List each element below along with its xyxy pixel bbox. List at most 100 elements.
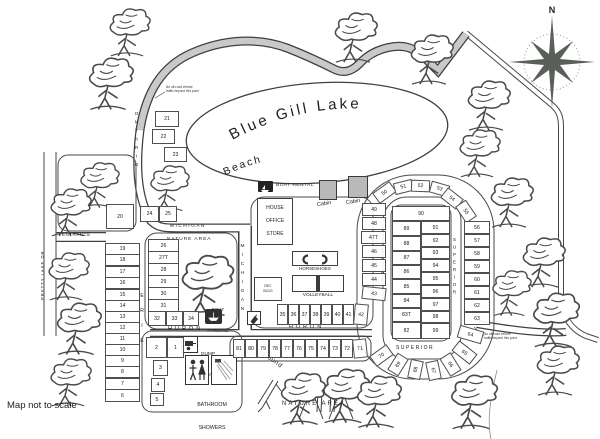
compass-north-label: N bbox=[549, 5, 556, 15]
site-91: 91 bbox=[421, 221, 450, 234]
site-34: 34 bbox=[183, 311, 199, 326]
site-8: 8 bbox=[105, 366, 140, 378]
site-77: 77 bbox=[281, 339, 293, 358]
site-24: 24 bbox=[140, 206, 159, 222]
road-label-entrance: ENTRANCE bbox=[62, 232, 91, 237]
site-86: 86 bbox=[392, 265, 421, 279]
site-33: 33 bbox=[166, 311, 183, 326]
site-25: 25 bbox=[159, 206, 177, 222]
superior-inner-block bbox=[390, 204, 452, 342]
water-spigot-icon bbox=[247, 311, 261, 325]
site-79: 79 bbox=[257, 339, 269, 358]
horseshoes-court bbox=[292, 251, 338, 266]
site-87: 87 bbox=[392, 251, 421, 265]
tree-icon bbox=[88, 57, 135, 111]
site-22: 22 bbox=[152, 129, 175, 144]
site-4: 4 bbox=[151, 378, 165, 392]
tree-icon bbox=[467, 80, 511, 131]
site-3: 3 bbox=[153, 360, 168, 376]
block-southwest bbox=[141, 330, 243, 413]
annotation-no-offroad-north: No off-road vehicle traffic beyond this … bbox=[166, 85, 199, 93]
store-label: STORE bbox=[266, 231, 284, 237]
tree-icon bbox=[490, 177, 534, 228]
site-30: 30 bbox=[148, 287, 179, 300]
block-huron-row bbox=[229, 335, 372, 362]
site-83T: 83T bbox=[392, 308, 421, 322]
cabin-2 bbox=[348, 176, 368, 198]
cabin-1 bbox=[319, 180, 337, 200]
tree-icon bbox=[50, 358, 92, 407]
road-label-superior-south: SUPERIOR bbox=[396, 345, 435, 351]
annotation-no-offroad-south: No off-road vehicle traffic beyond this … bbox=[484, 332, 517, 340]
site-76: 76 bbox=[293, 339, 305, 358]
site-82: 82 bbox=[392, 322, 421, 339]
site-61: 61 bbox=[464, 286, 490, 299]
site-98: 98 bbox=[421, 311, 450, 323]
site-38: 38 bbox=[310, 304, 321, 325]
pretty-lake-dr-road bbox=[43, 152, 57, 336]
tree-icon bbox=[459, 129, 501, 178]
bathroom-icon bbox=[185, 355, 209, 385]
site-93: 93 bbox=[421, 247, 450, 259]
site-75: 75 bbox=[305, 339, 317, 358]
tree-icon bbox=[280, 372, 327, 426]
site-72: 72 bbox=[341, 339, 353, 358]
site-21: 21 bbox=[155, 111, 179, 127]
site-80: 80 bbox=[245, 339, 257, 358]
footpath-line bbox=[488, 369, 498, 439]
site-1: 1 bbox=[167, 337, 184, 358]
site-20: 20 bbox=[106, 204, 134, 229]
nature-area-inner-label: NATURE AREA bbox=[167, 237, 212, 242]
rec-bldg-label-2: BLDG bbox=[263, 289, 273, 293]
road-label-erie: ERIE bbox=[139, 293, 145, 353]
site-92: 92 bbox=[421, 234, 450, 247]
house-label: HOUSE bbox=[266, 205, 284, 211]
horseshoes-label: HORSESHOES bbox=[299, 266, 331, 271]
site-81: 81 bbox=[233, 339, 245, 358]
site-59: 59 bbox=[464, 260, 490, 273]
site-60: 60 bbox=[464, 273, 490, 286]
site-49: 49 bbox=[362, 203, 386, 216]
showers-line: SHOWERS bbox=[198, 424, 226, 431]
bathroom-showers-label: BATHROOM SHOWERS bbox=[182, 387, 242, 439]
site-73: 73 bbox=[329, 339, 341, 358]
tree-icon bbox=[150, 165, 190, 212]
house-office-store: HOUSE OFFICE STORE bbox=[257, 198, 293, 245]
site-5: 5 bbox=[150, 393, 164, 406]
site-36: 36 bbox=[288, 304, 299, 325]
tree-icon bbox=[532, 292, 581, 348]
road-label-superior-east: SUPERIOR bbox=[452, 237, 457, 297]
dump-line1: DUMP bbox=[201, 351, 221, 358]
site-40: 40 bbox=[332, 304, 343, 325]
boat-rental-icon bbox=[258, 181, 273, 192]
site-46: 46 bbox=[362, 245, 386, 258]
boat-parking-icon bbox=[205, 309, 222, 324]
site-78: 78 bbox=[269, 339, 281, 358]
volleyball-court bbox=[292, 275, 344, 292]
nature-area-south-label: NATURE AREA bbox=[282, 401, 346, 407]
site-23: 23 bbox=[164, 147, 187, 162]
site-58: 58 bbox=[464, 247, 490, 260]
road-label-michigan-vertical: MICHIGAN bbox=[240, 244, 245, 316]
scale-note: Map not to scale bbox=[7, 400, 77, 411]
site-62: 62 bbox=[464, 299, 490, 312]
road-label-huron-west: HURON bbox=[168, 326, 204, 332]
block-nature-area bbox=[144, 232, 238, 330]
tree-icon bbox=[492, 270, 532, 317]
boat-rental-label: BOAT RENTAL bbox=[276, 183, 315, 188]
site-2: 2 bbox=[146, 337, 167, 358]
site-97: 97 bbox=[421, 298, 450, 311]
road-label-ontario: ONTARIO bbox=[134, 112, 139, 172]
site-84: 84 bbox=[392, 294, 421, 308]
site-99: 99 bbox=[421, 323, 450, 339]
office-label: OFFICE bbox=[265, 218, 285, 224]
tree-icon bbox=[56, 302, 103, 356]
volleyball-label: VOLLEYBALL bbox=[302, 293, 334, 298]
tree-icon bbox=[109, 8, 151, 57]
site-47T: 47T bbox=[361, 231, 386, 244]
lake-shape bbox=[185, 81, 449, 185]
site-63: 63 bbox=[464, 312, 490, 325]
property-boundary bbox=[464, 31, 599, 342]
road-label-pretty-lake-dr: PRETTY LAKE DR. bbox=[40, 248, 45, 300]
